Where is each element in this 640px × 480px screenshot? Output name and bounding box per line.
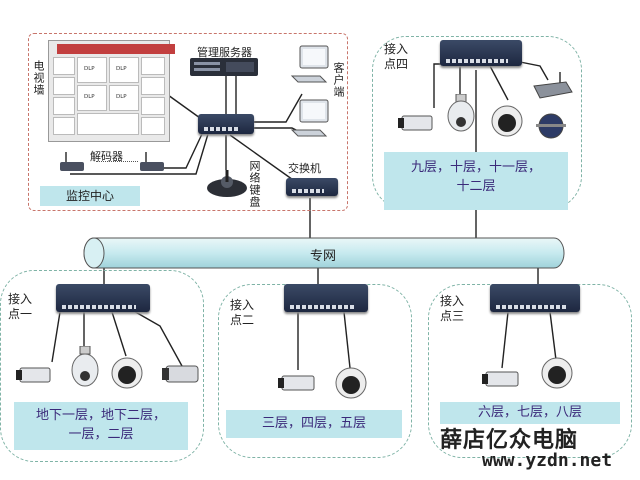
watermark-brand: 薛店亿众电脑 (440, 427, 579, 453)
switch-label: 交换机 (288, 162, 321, 175)
floor-line: 六层，七层，八层 (477, 405, 582, 420)
dlp-label: DLP (84, 66, 95, 72)
camera-dome-icon (111, 357, 143, 389)
monitoring-center-region (28, 33, 348, 211)
video-wall-label: 电视墙 (32, 60, 45, 96)
switch-icon (198, 114, 254, 134)
video-wall-cell (53, 97, 75, 115)
camera-bullet-icon (162, 365, 199, 383)
keyboard-icon (207, 170, 247, 197)
watermark-url: www.yzdn.net (482, 450, 613, 471)
dlp-label: DLP (116, 66, 127, 72)
access-point-two-label: 接入点二 (230, 298, 255, 327)
camera-speed-dome-icon (447, 94, 475, 132)
switch-icon (286, 178, 338, 196)
management-server-label: 管理服务器 (197, 46, 252, 59)
video-wall-cell (77, 113, 139, 135)
camera-dome-icon (536, 113, 566, 139)
camera-bullet-icon (398, 115, 433, 131)
camera-bullet-icon (278, 375, 315, 391)
computer-icon (290, 45, 329, 83)
access-point-two-floors: 三层，四层，五层 (226, 410, 402, 438)
access-point-four-floors: 九层，十层，十一层， 十二层 (384, 152, 568, 210)
access-point-four-label: 接入点四 (384, 42, 409, 71)
client-label: 客户端 (332, 62, 345, 98)
decoder-icon (60, 152, 84, 171)
camera-dome-icon (335, 367, 367, 399)
video-wall: DLP DLP DLP DLP (48, 40, 175, 142)
monitoring-center-label: 监控中心 (40, 186, 140, 206)
video-wall-cell (141, 97, 165, 115)
decoder-icon (533, 72, 573, 99)
video-wall-cell (53, 77, 75, 95)
video-wall-cell: DLP (77, 85, 107, 111)
video-wall-cell (53, 117, 75, 135)
camera-speed-dome-icon (71, 346, 99, 387)
video-wall-cell (141, 57, 165, 75)
video-wall-cell: DLP (109, 85, 139, 111)
switch-icon (56, 284, 150, 312)
switch-icon (490, 284, 580, 312)
access-point-one-label: 接入点一 (8, 292, 33, 321)
decoder-label: 解码器 (90, 150, 123, 163)
floor-line: 九层，十层，十一层， (410, 160, 541, 175)
video-wall-cell (53, 57, 75, 75)
video-wall-cell (141, 117, 165, 135)
decoder-icon (140, 152, 164, 171)
camera-bullet-icon (482, 371, 519, 387)
computer-icon (290, 99, 329, 137)
camera-dome-icon (491, 105, 523, 137)
server-icon (190, 58, 258, 76)
dlp-label: DLP (116, 94, 127, 100)
access-point-one-floors: 地下一层，地下二层， 一层，二层 (14, 402, 188, 450)
switch-icon (440, 40, 522, 66)
access-point-three-floors: 六层，七层，八层 (440, 402, 620, 424)
private-network-label: 专网 (310, 249, 337, 264)
decoder-link (96, 161, 138, 162)
access-point-one-region (0, 270, 204, 462)
network-keyboard-label: 网络键盘 (248, 160, 261, 208)
floor-line: 十二层 (456, 179, 496, 194)
switch-icon (284, 284, 368, 312)
video-wall-header (57, 44, 175, 54)
private-network-pipe (83, 237, 565, 269)
floor-line: 地下一层，地下二层， (35, 408, 166, 423)
dlp-label: DLP (84, 94, 95, 100)
camera-dome-icon (541, 357, 573, 389)
video-wall-cell (141, 77, 165, 95)
camera-bullet-icon (16, 367, 51, 383)
video-wall-cell: DLP (77, 57, 107, 83)
access-point-three-label: 接入点三 (440, 294, 465, 323)
floor-line: 一层，二层 (68, 427, 134, 442)
video-wall-cell: DLP (109, 57, 139, 83)
floor-line: 三层，四层，五层 (261, 416, 366, 431)
